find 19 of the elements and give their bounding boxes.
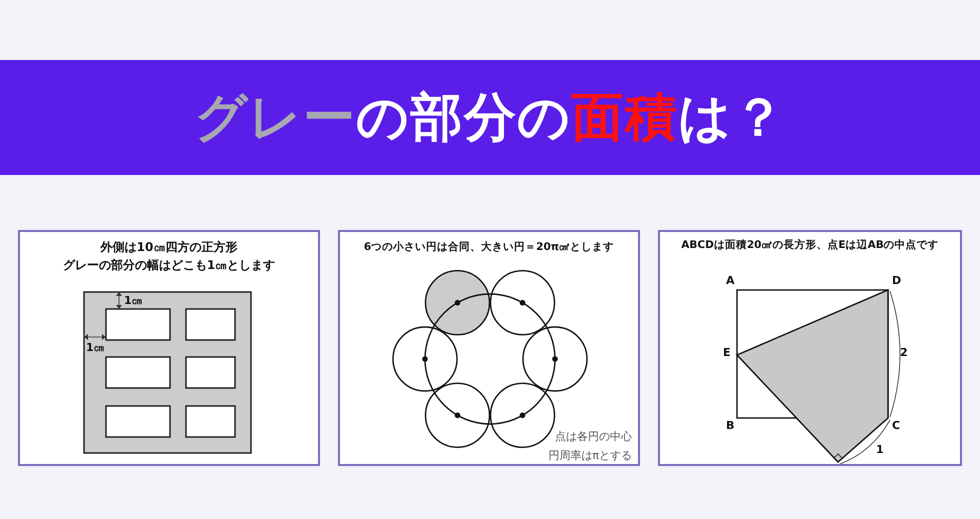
problem-text: ABCDは面積20㎠の長方形、点Eは辺ABの中点です [680, 238, 940, 253]
dimension-label: 2 [900, 347, 908, 358]
dimension-label: C [892, 420, 900, 431]
problem-text: 外側は10㎝四方の正方形 [99, 239, 238, 256]
dimension-label: B [726, 420, 734, 431]
title: グレーの部分の面積は？ [194, 86, 786, 150]
dimension-label: 1 [876, 444, 884, 455]
problem-text: 6つの小さい円は合同、大きい円＝20π㎠とします [362, 240, 616, 255]
dimension-label: 1㎝ [86, 342, 105, 353]
dimension-label: E [723, 347, 731, 358]
problem-text: グレーの部分の幅はどこも1㎝とします [62, 257, 276, 274]
note-text: 円周率はπとする [548, 448, 632, 464]
dimension-label: A [726, 275, 735, 286]
problem-card [18, 230, 320, 466]
dimension-label: D [892, 275, 902, 286]
dimension-label: 1㎝ [124, 295, 143, 306]
problem-card [338, 230, 640, 466]
note-text: 点は各円の中心 [555, 429, 632, 445]
problem-card [658, 230, 962, 466]
